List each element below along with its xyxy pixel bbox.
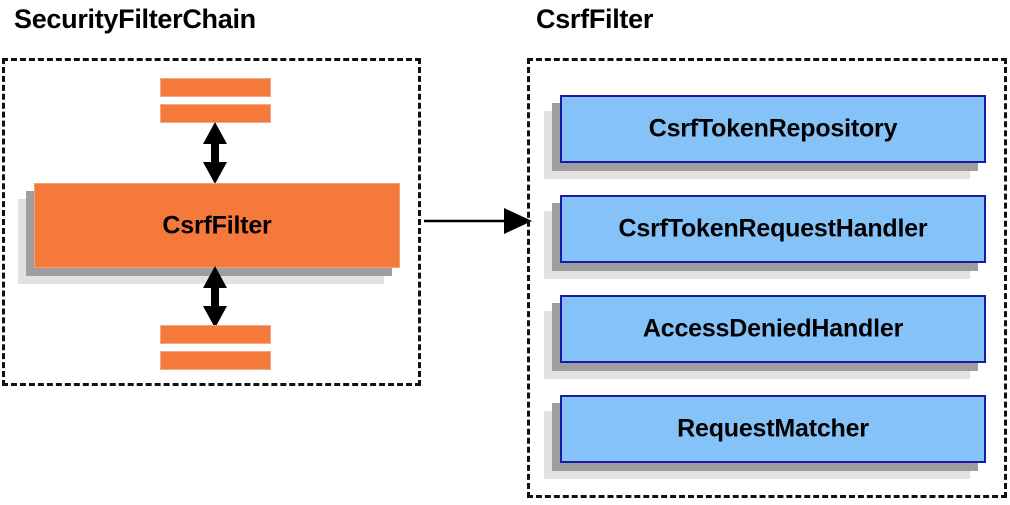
request-matcher-label: RequestMatcher bbox=[677, 414, 869, 443]
access-denied-handler-box[interactable]: AccessDeniedHandler bbox=[560, 295, 986, 363]
csrf-filter-box-label: CsrfFilter bbox=[162, 211, 272, 239]
filter-bar-top-2 bbox=[160, 104, 271, 123]
panel-title-security-filter-chain: SecurityFilterChain bbox=[14, 4, 256, 34]
double-arrow-up-icon bbox=[203, 122, 227, 184]
panel-connector-arrow-icon bbox=[424, 208, 532, 234]
panel-csrf-filter bbox=[527, 58, 1007, 498]
panel-title-csrf-filter: CsrfFilter bbox=[536, 4, 654, 34]
filter-bar-bottom-2 bbox=[160, 351, 271, 370]
filter-bar-bottom-1 bbox=[160, 325, 271, 344]
request-matcher-box[interactable]: RequestMatcher bbox=[560, 395, 986, 463]
csrf-token-repository-label: CsrfTokenRepository bbox=[648, 114, 898, 143]
double-arrow-down-icon bbox=[203, 266, 227, 328]
access-denied-handler-label: AccessDeniedHandler bbox=[642, 314, 904, 343]
csrf-filter-box[interactable]: CsrfFilter bbox=[34, 183, 400, 268]
csrf-token-repository-box[interactable]: CsrfTokenRepository bbox=[560, 95, 986, 163]
csrf-token-request-handler-label: CsrfTokenRequestHandler bbox=[618, 214, 928, 243]
panel-security-filter-chain bbox=[2, 58, 421, 386]
filter-bar-top-1 bbox=[160, 78, 271, 97]
csrf-token-request-handler-box[interactable]: CsrfTokenRequestHandler bbox=[560, 195, 986, 263]
